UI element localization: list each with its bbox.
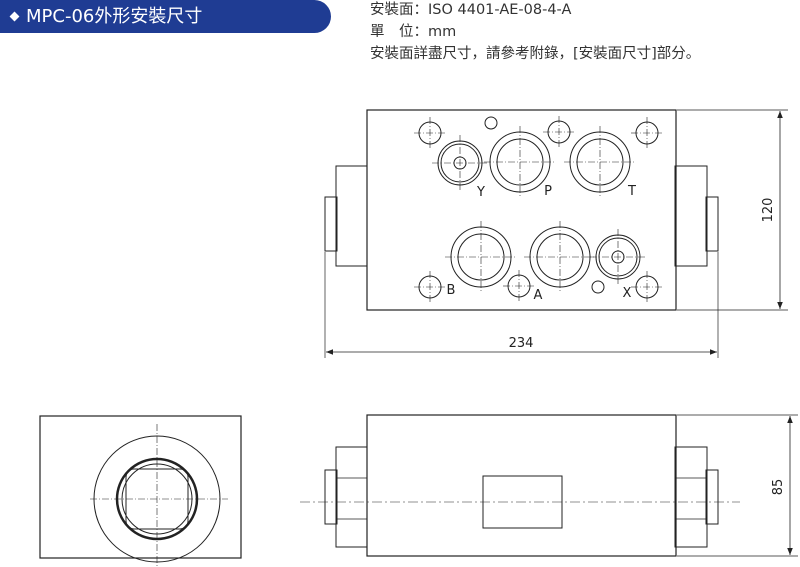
front-left-end-cap: [335, 446, 368, 548]
dimension-label-height-top: 120: [761, 198, 776, 223]
spec-unit-value: mm: [428, 24, 457, 40]
front-right-end-cap: [674, 446, 708, 548]
end-view-body: [39, 415, 242, 559]
port-label-y: Y: [476, 185, 485, 200]
section-title: MPC-06外形安裝尺寸: [26, 6, 203, 27]
main-body-front: [366, 414, 677, 557]
dimension-label-width: 234: [509, 336, 534, 351]
spec-unit-label: 單 位：: [370, 24, 428, 40]
spec-mounting-value: ISO 4401-AE-08-4-A: [428, 2, 572, 18]
spec-mounting-label: 安裝面：: [370, 2, 428, 18]
port-label-p: P: [544, 184, 552, 199]
front-hidden-lines: [336, 477, 707, 520]
dimension-label-height-bottom: 85: [771, 479, 786, 496]
right-plug: [705, 196, 719, 252]
mounting-hole: [484, 116, 498, 130]
center-lines: [414, 116, 663, 303]
port-label-x: X: [623, 286, 632, 301]
front-left-plug: [324, 469, 338, 525]
left-end-cap: [335, 165, 368, 267]
end-view-center-lines: [90, 424, 228, 567]
front-view: [300, 414, 798, 557]
port-label-a: A: [534, 288, 543, 303]
spec-unit: 單 位：mm: [370, 22, 456, 42]
right-end-cap: [674, 165, 708, 267]
port-label-t: T: [627, 184, 636, 199]
extension-lines: [324, 109, 788, 358]
section-title-bar: MPC-06外形安裝尺寸: [0, 0, 331, 33]
front-extension-lines: [677, 414, 798, 557]
left-plug: [324, 196, 338, 252]
spec-mounting-face: 安裝面：ISO 4401-AE-08-4-A: [370, 0, 571, 20]
mounting-hole: [591, 280, 605, 294]
port-label-b: B: [447, 283, 456, 298]
main-body-top: [366, 109, 677, 311]
front-right-plug: [705, 469, 719, 525]
spec-note: 安裝面詳盡尺寸，請參考附錄，[安裝面尺寸]部分。: [370, 44, 700, 64]
end-view: [39, 415, 242, 567]
top-view: [324, 109, 788, 358]
spec-note-text: 安裝面詳盡尺寸，請參考附錄，[安裝面尺寸]部分。: [370, 46, 701, 62]
